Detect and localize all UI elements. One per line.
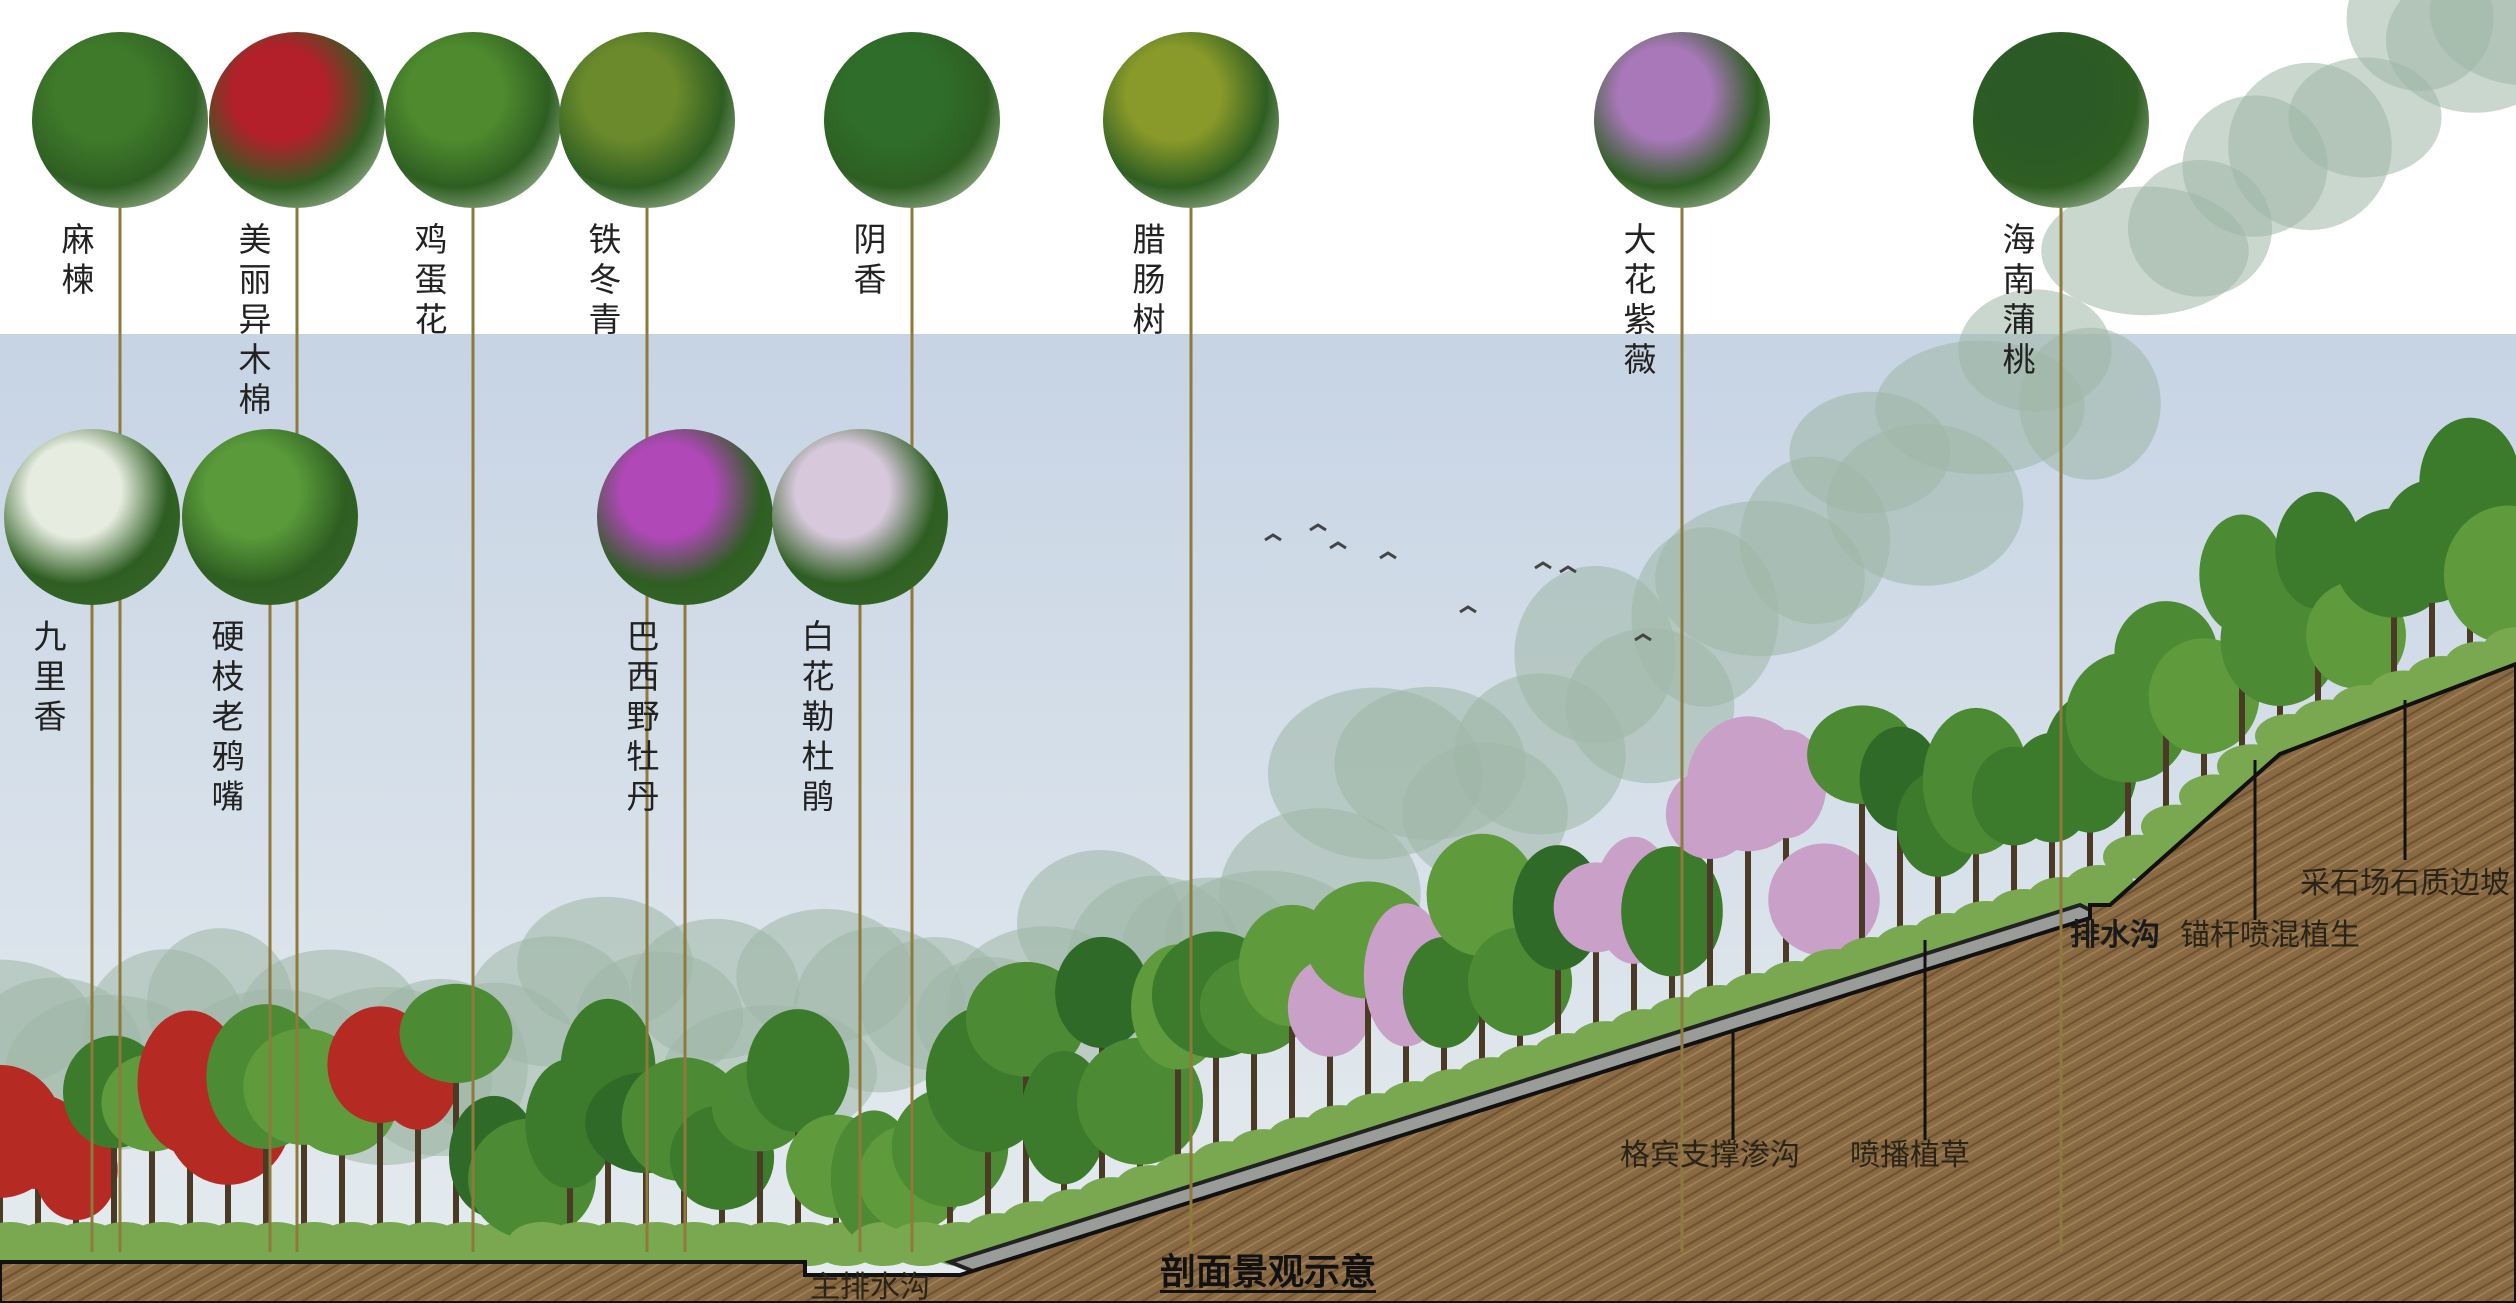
plant-name-label: 巴西野牡丹 <box>626 617 660 816</box>
tree-trunk <box>947 1167 953 1262</box>
tree-trunk <box>1745 803 1751 1014</box>
tree-trunk <box>339 1118 345 1262</box>
tree-trunk <box>757 1125 763 1262</box>
plant-photo-6 <box>1103 32 1279 208</box>
anchor-label: 锚杆喷混植生 <box>2180 918 2360 953</box>
tree-trunk <box>1593 927 1599 1062</box>
tree-trunk <box>2163 673 2169 845</box>
tree-trunk <box>1441 1012 1447 1110</box>
tree-trunk <box>719 1177 725 1262</box>
plant-name-label: 阴香 <box>853 220 887 299</box>
main-ditch-label: 主排水沟 <box>810 1270 930 1303</box>
plant-name-label: 铁冬青 <box>588 220 622 339</box>
tree-trunk <box>1669 931 1675 1038</box>
plant-photo-8 <box>1973 32 2149 208</box>
tree-trunk <box>2125 737 2131 875</box>
plant-name-label: 鸡蛋花 <box>414 220 448 339</box>
plant-name-label: 海南蒲桃 <box>2002 220 2036 379</box>
tree-trunk <box>1897 798 1903 966</box>
plant-photo-12 <box>772 429 948 605</box>
tree-trunk <box>415 1093 421 1262</box>
tree-trunk <box>1859 774 1865 978</box>
tree-trunk <box>149 1122 155 1262</box>
tree-trunk <box>1251 1025 1257 1170</box>
tree-trunk <box>187 1102 193 1262</box>
tree-trunk <box>1175 1026 1181 1194</box>
tree-trunk <box>263 1096 269 1262</box>
plant-photo-9 <box>4 429 180 605</box>
foreground-tree <box>1426 833 1538 957</box>
plant-name-label: 麻楝 <box>61 220 95 299</box>
plant-name-label: 美丽异木棉 <box>238 220 272 419</box>
plant-photo-1 <box>32 32 208 208</box>
diagram-title: 剖面景观示意 <box>1160 1252 1377 1293</box>
plant-photo-2 <box>209 32 385 208</box>
background-tree <box>2429 0 2516 85</box>
tree-trunk <box>1555 927 1561 1074</box>
plant-photo-3 <box>385 32 561 208</box>
foreground-tree <box>1076 1037 1204 1165</box>
plant-photo-4 <box>559 32 735 208</box>
tree-trunk <box>2391 582 2397 711</box>
plant-name-label: 大花紫薇 <box>1623 220 1657 379</box>
tree-trunk <box>1631 920 1637 1050</box>
leader-lines <box>90 208 2063 1252</box>
tree-trunk <box>1707 833 1713 1026</box>
tree-trunk <box>1973 801 1979 942</box>
tree-trunk <box>1517 1001 1523 1086</box>
tree-trunk <box>2011 816 2017 930</box>
plant-photo-11 <box>597 429 773 605</box>
soil-slope <box>0 661 2516 1303</box>
tree-trunk <box>301 1106 307 1262</box>
foreground-tree <box>399 983 513 1084</box>
plant-photo-10 <box>182 429 358 605</box>
drain-label: 排水沟 <box>2070 918 2160 953</box>
foreground-tree <box>1768 843 1880 956</box>
plant-photo-7 <box>1594 32 1770 208</box>
tree-trunk <box>377 1084 383 1262</box>
birds <box>1264 523 1652 642</box>
tree-trunk <box>985 1098 991 1254</box>
annotation-lines <box>1731 700 2407 1140</box>
tree-trunk <box>2087 783 2093 905</box>
foreground-tree <box>1621 846 1723 977</box>
tree-trunk <box>1403 994 1409 1122</box>
tree-trunk <box>2049 807 2055 918</box>
tree-trunk <box>0 1151 3 1262</box>
plant-name-label: 白花勒杜鹃 <box>801 617 835 816</box>
tree-trunk <box>225 1133 231 1262</box>
tree-trunk <box>111 1111 117 1262</box>
plant-name-label: 九里香 <box>33 617 67 736</box>
tree-trunk <box>605 1091 611 1262</box>
gabion-label: 格宾支撑渗沟 <box>1620 1138 1800 1173</box>
hydroseed-label: 喷播植草 <box>1850 1138 1970 1173</box>
foreground-tree <box>1402 936 1486 1049</box>
tree-trunk <box>35 1161 41 1262</box>
tree-trunk <box>2429 561 2435 697</box>
quarry-slope-label: 采石场石质边坡 <box>2300 866 2510 901</box>
foreground-tree <box>1745 729 1827 839</box>
tree-trunk <box>2201 716 2207 815</box>
tree-trunk <box>2277 660 2283 754</box>
plant-name-label: 硬枝老鸦嘴 <box>211 617 245 816</box>
tree-trunk <box>1935 844 1941 954</box>
plant-photo-5 <box>824 32 1000 208</box>
plant-name-label: 腊肠树 <box>1132 220 1166 339</box>
tree-trunk <box>1327 1027 1333 1146</box>
foreground-tree <box>2443 505 2516 644</box>
tree-trunk <box>1213 1014 1219 1182</box>
background-tree <box>2019 327 2161 480</box>
foreground-tree <box>1055 936 1149 1049</box>
tree-trunk <box>1289 985 1295 1158</box>
foreground-tree <box>746 1009 850 1133</box>
tree-trunk <box>567 1143 573 1262</box>
tree-trunk <box>1365 960 1371 1134</box>
shrub <box>2483 627 2516 672</box>
